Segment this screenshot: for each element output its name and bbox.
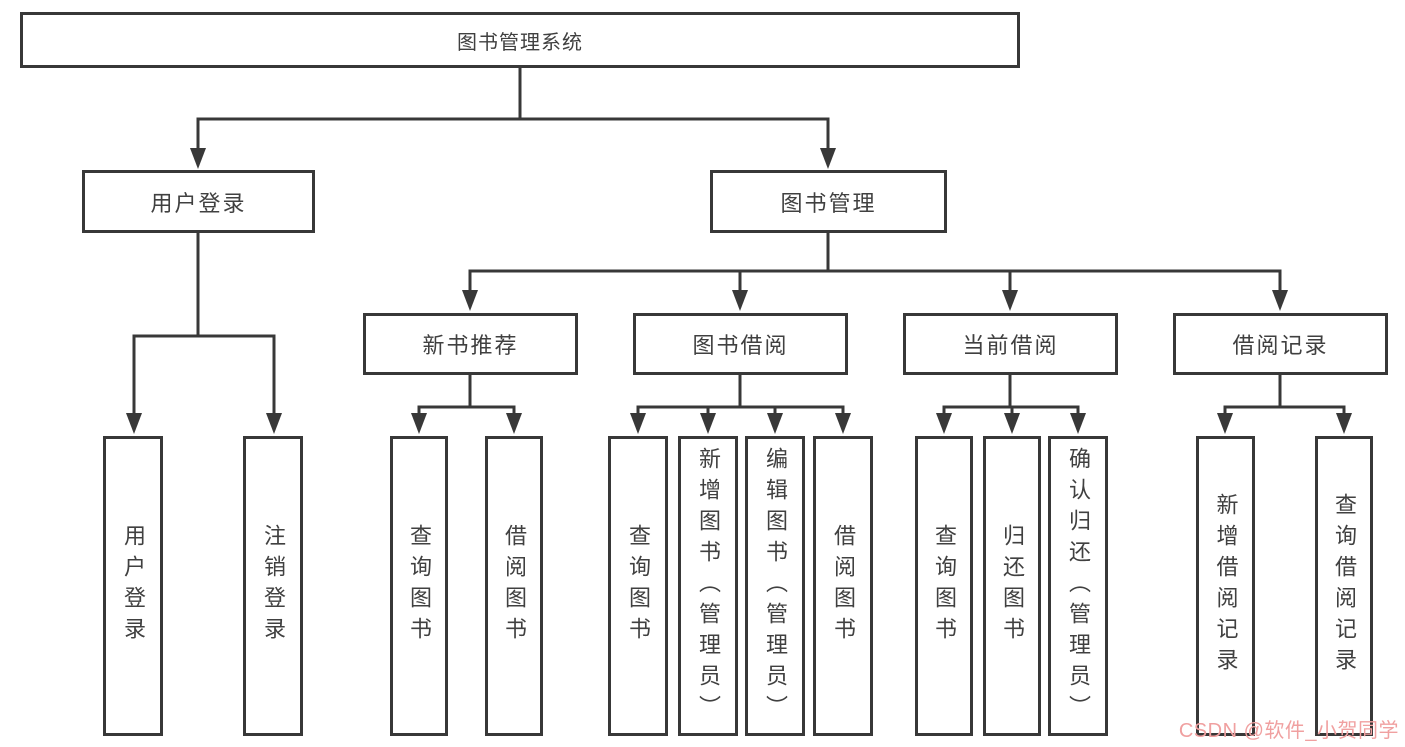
node-query-books-recommend: 查询图书 [390, 436, 448, 736]
node-add-books-admin: 新增图书（管理员） [678, 436, 738, 736]
arrow-down-icon [1002, 290, 1018, 311]
node-label: 用户登录 [121, 524, 146, 648]
node-new-book-recommend: 新书推荐 [363, 313, 578, 375]
node-borrow-records: 借阅记录 [1173, 313, 1388, 375]
connector-book-borrow-split [630, 373, 851, 434]
node-borrow-books-recommend: 借阅图书 [485, 436, 543, 736]
node-query-books-current: 查询图书 [915, 436, 973, 736]
node-label: 归还图书 [1000, 524, 1025, 648]
node-current-borrow: 当前借阅 [903, 313, 1118, 375]
node-return-books: 归还图书 [983, 436, 1041, 736]
node-query-borrow-record: 查询借阅记录 [1315, 436, 1373, 736]
arrow-down-icon [266, 413, 282, 434]
node-label: 图书管理系统 [457, 31, 583, 54]
node-edit-books-admin: 编辑图书（管理员） [745, 436, 805, 736]
node-label: 确认归还（管理员） [1066, 446, 1091, 726]
node-query-books-borrow: 查询图书 [608, 436, 668, 736]
node-label: 借阅图书 [502, 524, 527, 648]
connector-borrow-records-split [1217, 373, 1352, 434]
connector-current-borrow-split [936, 373, 1086, 434]
arrow-down-icon [630, 413, 646, 434]
connector-new-book-split [411, 373, 522, 434]
node-label: 查询图书 [407, 524, 432, 648]
node-label: 查询图书 [932, 524, 957, 648]
node-label: 查询图书 [626, 524, 651, 648]
node-book-borrow: 图书借阅 [633, 313, 848, 375]
node-label: 查询借阅记录 [1332, 493, 1357, 679]
node-label: 借阅图书 [831, 524, 856, 648]
arrow-down-icon [1004, 413, 1020, 434]
arrow-down-icon [936, 413, 952, 434]
arrow-down-icon [190, 148, 206, 169]
arrow-down-icon [1217, 413, 1233, 434]
node-borrow-books: 借阅图书 [813, 436, 873, 736]
arrow-down-icon [820, 148, 836, 169]
connector-user-login-split [126, 231, 282, 434]
node-label: 用户登录 [150, 190, 247, 216]
node-logout: 注销登录 [243, 436, 303, 736]
node-label: 图书管理 [780, 190, 877, 216]
node-label: 新书推荐 [422, 333, 519, 358]
arrow-down-icon [1272, 290, 1288, 311]
node-user-login-branch: 用户登录 [82, 170, 315, 233]
arrow-down-icon [700, 413, 716, 434]
node-label: 新增图书（管理员） [696, 446, 721, 726]
node-user-login-leaf: 用户登录 [103, 436, 163, 736]
node-book-management: 图书管理 [710, 170, 947, 233]
node-label: 注销登录 [261, 524, 286, 648]
node-confirm-return-admin: 确认归还（管理员） [1048, 436, 1108, 736]
arrow-down-icon [767, 413, 783, 434]
node-label: 编辑图书（管理员） [763, 446, 788, 726]
csdn-watermark: CSDN @软件_小贺同学 [1178, 720, 1399, 742]
arrow-down-icon [126, 413, 142, 434]
node-add-borrow-record: 新增借阅记录 [1196, 436, 1255, 736]
arrow-down-icon [1070, 413, 1086, 434]
connector-book-management-split [462, 231, 1288, 311]
arrow-down-icon [835, 413, 851, 434]
node-book-management-system: 图书管理系统 [20, 12, 1020, 68]
arrow-down-icon [732, 290, 748, 311]
node-label: 当前借阅 [962, 333, 1059, 358]
node-label: 新增借阅记录 [1213, 493, 1239, 679]
arrow-down-icon [1336, 413, 1352, 434]
arrow-down-icon [411, 413, 427, 434]
connector-root-split [190, 66, 836, 169]
node-label: 借阅记录 [1232, 333, 1329, 358]
node-label: 图书借阅 [692, 333, 789, 358]
arrow-down-icon [462, 290, 478, 311]
arrow-down-icon [506, 413, 522, 434]
